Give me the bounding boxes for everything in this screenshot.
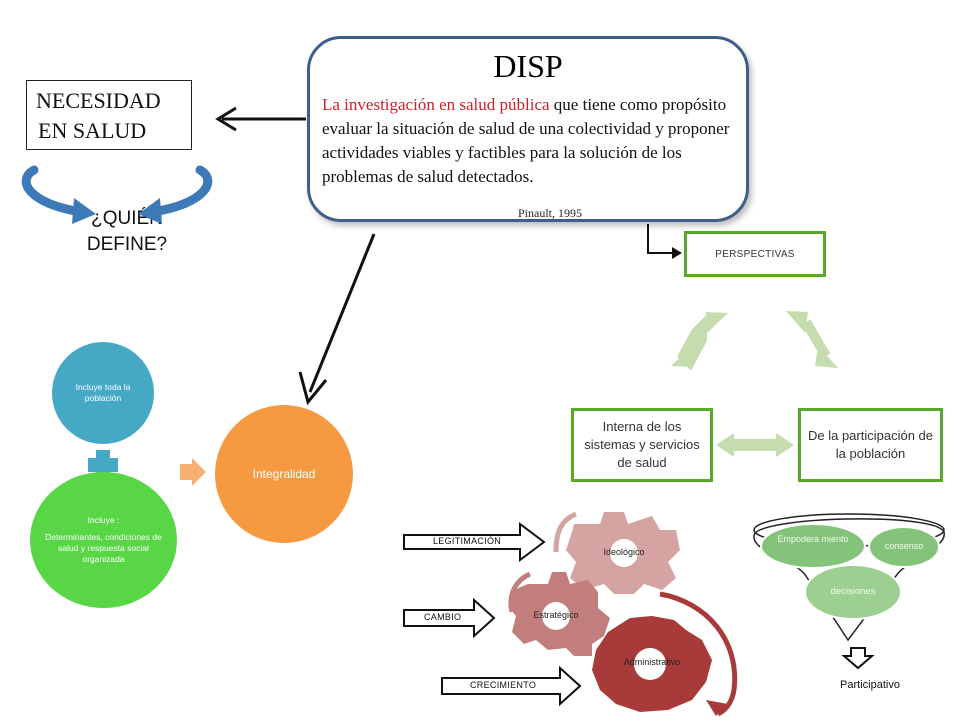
gear-curve-arrow-outer-head <box>706 700 728 716</box>
gear-estrategico-shape <box>508 572 610 656</box>
funnel-empoderamiento-shape <box>760 523 866 569</box>
funnel-decisiones-label: decisiones <box>830 586 876 597</box>
quien-line2: DEFINE? <box>86 234 168 255</box>
arrow-disp-to-integralidad <box>308 233 376 393</box>
double-arrow-horizontal <box>716 433 794 457</box>
curved-arrow-left-head <box>72 198 96 224</box>
arrow-head-integralidad <box>298 371 328 406</box>
arrow-disp-to-perspectivas <box>647 224 680 254</box>
circle-integralidad: Integralidad <box>215 405 353 543</box>
gear-estrategico-label: Estratégico <box>533 610 579 620</box>
arrow-crecimiento-shape <box>441 665 582 707</box>
arrow-head-perspectivas <box>672 247 682 259</box>
necesidad-box <box>26 80 192 150</box>
perspectiva-interna-box: Interna de los sistemas y servicios de s… <box>571 408 713 482</box>
arrow-legitimacion-shape <box>403 522 546 562</box>
funnel-down-arrow-icon <box>841 647 875 670</box>
funnel-empoderamiento-label: Empodera miento <box>777 534 849 544</box>
necesidad-label: NECESIDAD EN SALUD <box>36 86 196 146</box>
gear-curve-arrow-outer <box>659 591 738 717</box>
necesidad-line2: EN SALUD <box>38 118 147 143</box>
gear-administrativo-label: Administrativo <box>623 657 681 667</box>
disp-definition: La investigación en salud pública que ti… <box>322 93 740 189</box>
perspectiva-participacion-box: De la participación de la población <box>798 408 943 482</box>
curved-arrow-right-head <box>138 198 162 224</box>
double-arrow-top-left <box>671 312 728 371</box>
disp-title: DISP <box>493 48 563 84</box>
perspectivas-box: PERSPECTIVAS <box>684 231 826 277</box>
circle-poblacion: Incluye toda la población <box>52 342 154 444</box>
gear-ideologico-label: Ideológico <box>603 547 645 557</box>
gear-ideologico-shape <box>566 512 680 594</box>
legitimacion-label: LEGITIMACIÓN <box>433 536 502 546</box>
curved-arrow-right-icon <box>147 165 213 217</box>
gear-curve-arrow-mid <box>508 571 532 613</box>
arrow-head-necesidad <box>215 106 237 132</box>
gear-curve-arrow-top <box>553 511 578 553</box>
participativo-label: Participativo <box>840 679 900 691</box>
small-orange-arrow-icon <box>180 458 206 486</box>
curved-arrow-left-icon <box>21 165 87 217</box>
gear-administrativo-shape <box>592 616 712 712</box>
disp-highlight: La investigación en salud pública <box>322 95 550 114</box>
double-arrow-top-right <box>786 311 838 368</box>
circle-determinantes-body: Determinantes, condiciones de salud y re… <box>45 532 162 564</box>
disp-citation: Pinault, 1995 <box>517 206 582 220</box>
circle-determinantes: Incluye : Determinantes, condiciones de … <box>30 472 177 608</box>
cambio-label: CAMBIO <box>424 612 462 622</box>
funnel-decisiones-shape <box>804 564 902 620</box>
circle-determinantes-title: Incluye : <box>87 515 120 525</box>
disp-body: que tiene como propósito evaluar la situ… <box>322 95 730 186</box>
funnel-consenso-shape <box>868 526 940 568</box>
crecimiento-label: CRECIMIENTO <box>470 680 537 690</box>
disp-box <box>307 36 749 222</box>
funnel-consenso-label: consenso <box>884 541 924 551</box>
necesidad-line1: NECESIDAD <box>36 88 161 113</box>
arrow-cambio-shape <box>403 597 496 639</box>
